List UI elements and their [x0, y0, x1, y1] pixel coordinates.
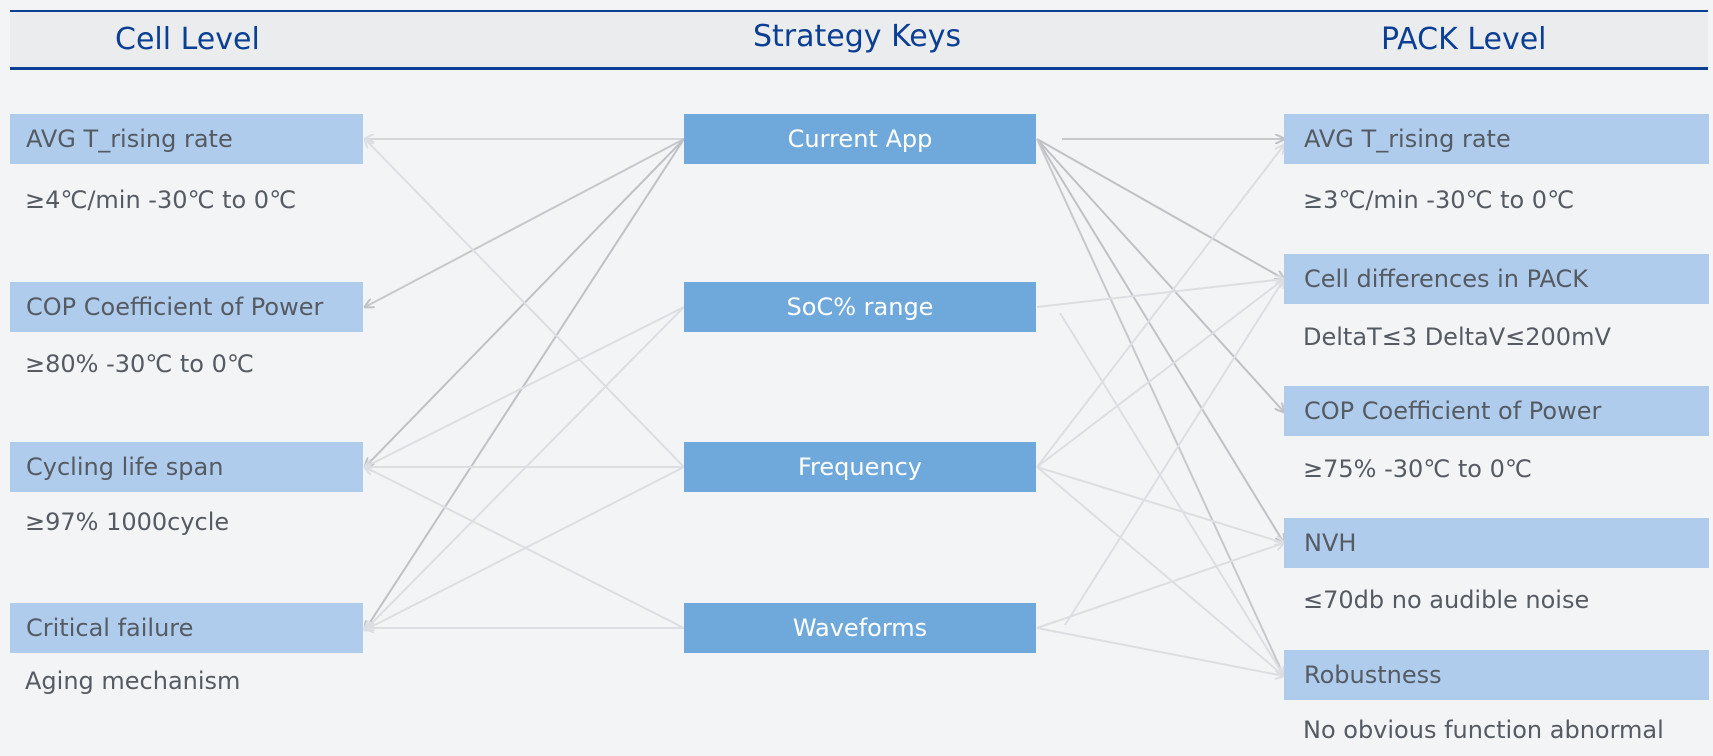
pack-avg-t-rising-desc: ≥3℃/min -30℃ to 0℃	[1303, 186, 1575, 214]
arrow-frequency-to-pack-cell-diff	[1036, 279, 1284, 468]
cell-cycling-box: Cycling life span	[10, 442, 363, 492]
cell-avg-t-rising-label: AVG T_rising rate	[26, 125, 233, 153]
pack-cop-box: COP Coefficient of Power	[1284, 386, 1709, 436]
cell-critical-failure-desc: Aging mechanism	[25, 667, 241, 695]
arrow-current-to-pack-cell-diff	[1036, 138, 1284, 279]
pack-cop-desc: ≥75% -30℃ to 0℃	[1303, 455, 1532, 483]
arrow-current-to-cell-critical	[365, 138, 685, 630]
pack-level-title: PACK Level	[1381, 22, 1547, 57]
cell-cycling-label: Cycling life span	[26, 453, 224, 481]
cell-cop-desc: ≥80% -30℃ to 0℃	[25, 350, 254, 378]
strategy-keys-title: Strategy Keys	[753, 19, 962, 54]
pack-avg-t-rising-label: AVG T_rising rate	[1304, 125, 1511, 153]
cell-avg-t-rising-desc: ≥4℃/min -30℃ to 0℃	[25, 186, 297, 214]
pack-nvh-label: NVH	[1304, 529, 1357, 557]
header-band	[10, 10, 1708, 70]
cell-cop-label: COP Coefficient of Power	[26, 293, 324, 321]
pack-avg-t-rising-box: AVG T_rising rate	[1284, 114, 1709, 164]
arrow-current-to-pack-cop	[1036, 138, 1284, 412]
arrow-frequency-to-pack-nvh	[1036, 466, 1284, 543]
arrow-waveforms-to-cell-cycling	[365, 467, 685, 629]
arrow-frequency-to-pack-robustness	[1036, 466, 1284, 676]
cell-critical-failure-box: Critical failure	[10, 603, 363, 653]
strategy-frequency-label: Frequency	[798, 453, 922, 481]
arrow-waveforms-to-pack-cell-diff	[1064, 279, 1284, 626]
strategy-frequency: Frequency	[684, 442, 1036, 492]
pack-cop-label: COP Coefficient of Power	[1304, 397, 1602, 425]
arrow-frequency-to-cell-avg	[365, 139, 685, 468]
strategy-soc-range-label: SoC% range	[786, 293, 934, 321]
arrow-soc-to-pack-cell-diff	[1036, 279, 1284, 308]
pack-cell-differences-box: Cell differences in PACK	[1284, 254, 1709, 304]
arrow-frequency-to-pack-avg	[1036, 145, 1284, 468]
strategy-waveforms-label: Waveforms	[792, 614, 928, 642]
pack-cell-differences-label: Cell differences in PACK	[1304, 265, 1589, 293]
arrow-waveforms-to-pack-robustness	[1036, 627, 1284, 676]
strategy-current-app: Current App	[684, 114, 1036, 164]
strategy-soc-range: SoC% range	[684, 282, 1036, 332]
pack-robustness-desc: No obvious function abnormal	[1303, 716, 1664, 744]
cell-cop-box: COP Coefficient of Power	[10, 282, 363, 332]
cell-cycling-desc: ≥97% 1000cycle	[25, 508, 230, 536]
pack-nvh-box: NVH	[1284, 518, 1709, 568]
strategy-waveforms: Waveforms	[684, 603, 1036, 653]
arrow-current-to-pack-nvh	[1036, 138, 1284, 543]
strategy-current-app-label: Current App	[787, 125, 933, 153]
pack-robustness-label: Robustness	[1304, 661, 1442, 689]
pack-nvh-desc: ≤70db no audible noise	[1303, 586, 1590, 614]
cell-critical-failure-label: Critical failure	[26, 614, 194, 642]
cell-avg-t-rising-box: AVG T_rising rate	[10, 114, 363, 164]
pack-cell-differences-desc: DeltaT≤3 DeltaV≤200mV	[1303, 323, 1611, 351]
arrow-current-to-cell-cop	[365, 138, 685, 307]
arrow-soc-to-cell-critical	[365, 306, 685, 630]
pack-robustness-box: Robustness	[1284, 650, 1709, 700]
arrow-waveforms-to-pack-nvh	[1036, 543, 1284, 629]
cell-level-title: Cell Level	[115, 22, 260, 57]
arrow-soc-to-pack-robustness	[1059, 312, 1284, 676]
arrow-soc-to-cell-cycling	[365, 306, 685, 467]
arrow-current-to-pack-robustness	[1036, 138, 1284, 676]
